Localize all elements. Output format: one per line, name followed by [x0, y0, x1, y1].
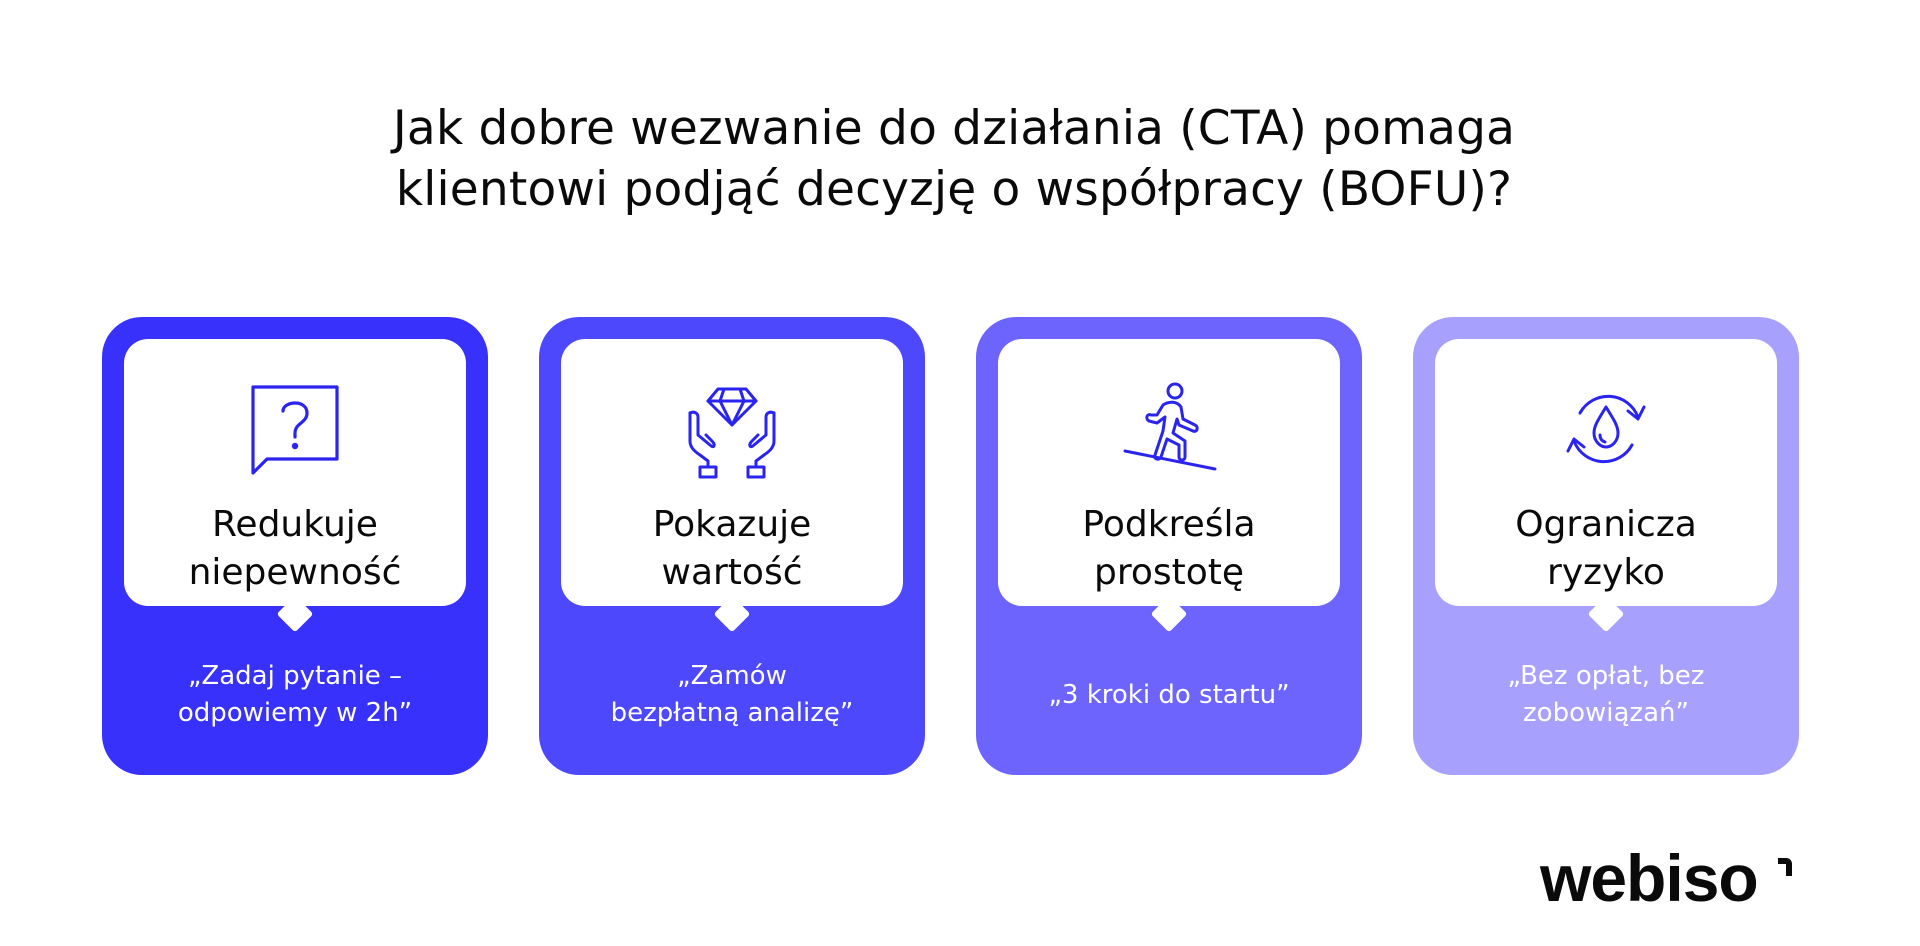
- card-heading-line: Podkreśla: [1082, 504, 1256, 545]
- card-heading-line: Pokazuje: [652, 504, 812, 545]
- cta-example-line: „3 kroki do startu”: [1048, 679, 1290, 710]
- cta-example-line: odpowiemy w 2h”: [177, 698, 413, 728]
- cta-example-line: zobowiązań”: [1523, 698, 1689, 728]
- title-line-1: Jak dobre wezwanie do działania (CTA) po…: [392, 101, 1516, 156]
- question-speech-bubble-icon: [245, 379, 345, 479]
- logo-wordmark: webiso: [1540, 841, 1759, 915]
- card-heading-line: prostotę: [1093, 552, 1245, 593]
- webiso-logo: webiso: [1540, 838, 1792, 918]
- card-limits-risk: Ogranicza ryzyko „Bez opłat, bez zobowią…: [1413, 317, 1799, 775]
- card-content-box: Redukuje niepewność: [124, 339, 466, 606]
- card-heading: Podkreśla prostotę: [998, 501, 1340, 597]
- card-reduces-uncertainty: Redukuje niepewność „Zadaj pytanie – odp…: [102, 317, 488, 775]
- card-heading: Pokazuje wartość: [561, 501, 903, 597]
- card-heading-line: ryzyko: [1547, 552, 1665, 593]
- card-heading-line: Ogranicza: [1515, 504, 1697, 545]
- card-content-box: Pokazuje wartość: [561, 339, 903, 606]
- cta-example-line: „Zadaj pytanie –: [187, 661, 403, 691]
- card-heading-line: niepewność: [188, 552, 402, 593]
- cta-example-line: bezpłatną analizę”: [610, 698, 854, 728]
- cta-example-line: „Zamów: [677, 661, 787, 691]
- page-title: Jak dobre wezwanie do działania (CTA) po…: [160, 98, 1748, 220]
- card-heading-line: Redukuje: [212, 504, 378, 545]
- card-heading: Redukuje niepewność: [124, 501, 466, 597]
- water-drop-cycle-icon: [1556, 379, 1656, 479]
- card-content-box: Ogranicza ryzyko: [1435, 339, 1777, 606]
- cta-example: „3 kroki do startu”: [996, 657, 1342, 733]
- logo-accent-mark: [1778, 858, 1792, 876]
- cta-example: „Zamów bezpłatną analizę”: [559, 657, 905, 733]
- card-highlights-simplicity: Podkreśla prostotę „3 kroki do startu”: [976, 317, 1362, 775]
- card-heading-line: wartość: [661, 552, 803, 593]
- card-shows-value: Pokazuje wartość „Zamów bezpłatną analiz…: [539, 317, 925, 775]
- title-line-2: klientowi podjąć decyzję o współpracy (B…: [395, 162, 1513, 217]
- person-walking-uphill-icon: [1119, 379, 1219, 479]
- cta-example: „Zadaj pytanie – odpowiemy w 2h”: [122, 657, 468, 733]
- cta-example: „Bez opłat, bez zobowiązań”: [1433, 657, 1779, 733]
- diamond-in-hands-icon: [682, 379, 782, 479]
- card-heading: Ogranicza ryzyko: [1435, 501, 1777, 597]
- cta-example-line: „Bez opłat, bez: [1507, 661, 1705, 691]
- card-content-box: Podkreśla prostotę: [998, 339, 1340, 606]
